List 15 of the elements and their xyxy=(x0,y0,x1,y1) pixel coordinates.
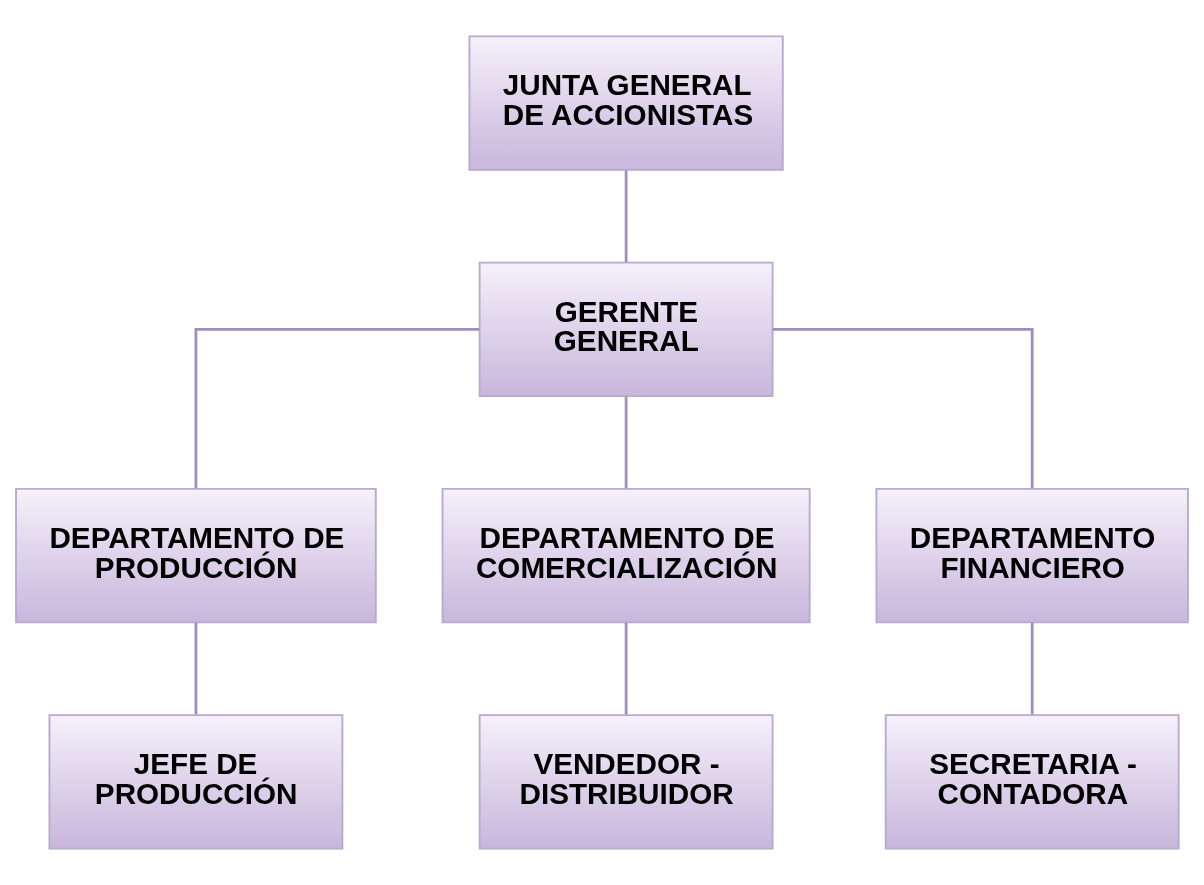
connector xyxy=(1030,622,1034,715)
node-box: SECRETARIA - CONTADORA xyxy=(884,714,1180,850)
connector xyxy=(624,622,628,715)
node-box: JUNTA GENERAL DE ACCIONISTAS xyxy=(468,35,784,171)
node-box: DEPARTAMENTO DE PRODUCCIÓN xyxy=(15,487,377,624)
node-box: GERENTE GENERAL xyxy=(478,261,774,398)
connector xyxy=(624,396,628,489)
connector xyxy=(194,328,480,489)
node-box: DEPARTAMENTO FINANCIERO xyxy=(875,487,1189,624)
node-box: VENDEDOR - DISTRIBUIDOR xyxy=(478,714,774,850)
connector xyxy=(772,328,1034,489)
node-box: DEPARTAMENTO DE COMERCIALIZACIÓN xyxy=(441,487,811,624)
connector xyxy=(624,170,628,262)
connector xyxy=(194,622,198,715)
node-box: JEFE DE PRODUCCIÓN xyxy=(48,714,344,850)
